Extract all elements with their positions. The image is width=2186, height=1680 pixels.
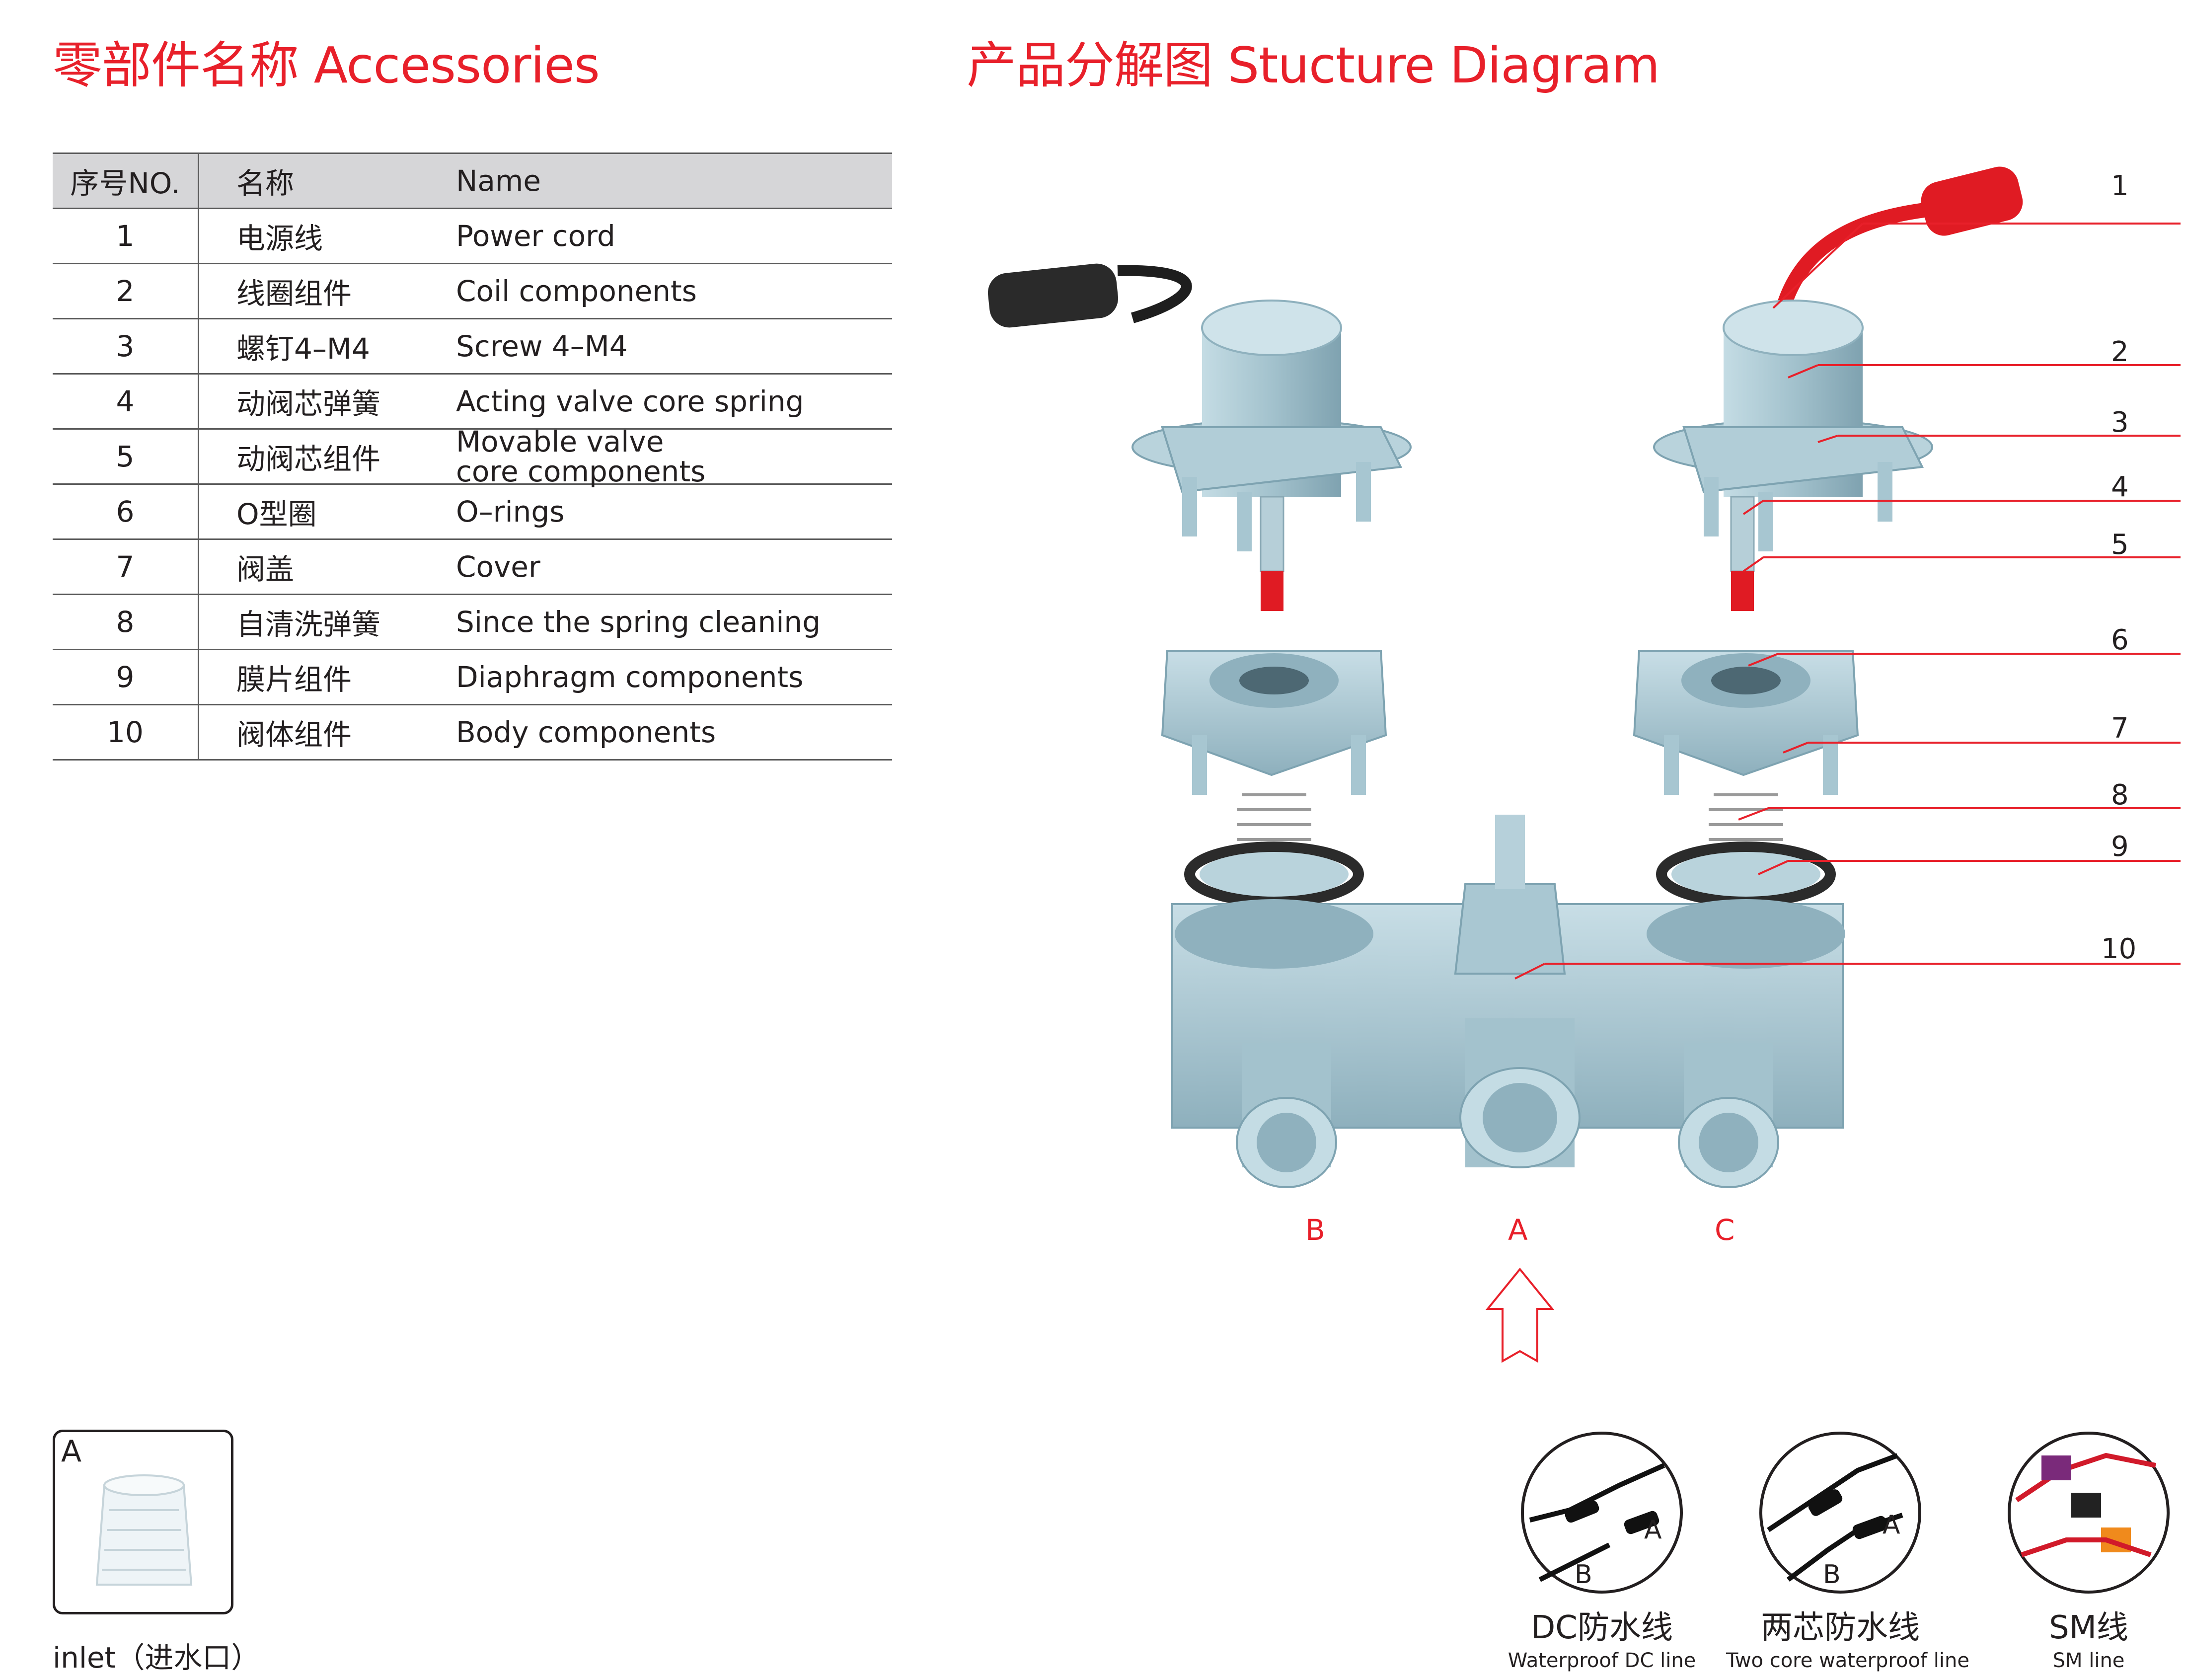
- left-power-cord: [1117, 265, 1192, 323]
- left-plug-icon: [987, 263, 1119, 328]
- port-c-label: C: [1715, 1213, 1735, 1247]
- table-row: 10 阀体组件 Body components: [53, 705, 892, 761]
- port-b-label: B: [1305, 1213, 1325, 1247]
- callout-9: 9: [2111, 831, 2129, 863]
- two-core-subtitle: Two core waterproof line: [1726, 1649, 1969, 1672]
- row-cn: 阀体组件: [236, 718, 352, 752]
- row-no: 4: [53, 375, 199, 428]
- row-cn: 阀盖: [236, 552, 295, 586]
- callout-10: 10: [2101, 933, 2137, 965]
- row-en: Screw 4–M4: [456, 329, 628, 363]
- dc-waterproof-line-icon: [1521, 1432, 1683, 1594]
- table-row: 2 线圈组件 Coil components: [53, 264, 892, 319]
- dc-line-a-label: A: [1644, 1515, 1662, 1545]
- row-en: Cover: [456, 550, 540, 584]
- callout-5: 5: [2111, 529, 2129, 561]
- row-no: 8: [53, 595, 199, 649]
- inlet-filter-icon: [95, 1474, 193, 1586]
- right-valve-assembly: [1633, 166, 2023, 907]
- callout-leaders: [1514, 223, 2181, 980]
- table-row: 9 膜片组件 Diaphragm components: [53, 650, 892, 705]
- row-no: 5: [53, 430, 199, 483]
- table-row: 6 O型圈 O–rings: [53, 485, 892, 540]
- row-cn: O型圈: [236, 497, 317, 531]
- valve-body-icon: [1171, 815, 1845, 1188]
- row-en: Since the spring cleaning: [456, 605, 821, 639]
- header-en: Name: [456, 164, 541, 198]
- table-row: 7 阀盖 Cover: [53, 540, 892, 595]
- row-no: 2: [53, 264, 199, 318]
- callout-8: 8: [2111, 779, 2129, 811]
- row-en: Coil components: [456, 274, 697, 308]
- row-no: 9: [53, 650, 199, 704]
- two-core-b-label: B: [1823, 1560, 1841, 1590]
- inlet-arrow-icon: [1485, 1267, 1555, 1363]
- row-no: 7: [53, 540, 199, 594]
- table-row: 1 电源线 Power cord: [53, 209, 892, 264]
- right-plug-icon: [1921, 166, 2023, 236]
- sm-line-subtitle: SM line: [2052, 1649, 2125, 1672]
- header-no: 序号NO.: [53, 154, 199, 208]
- row-cn: 线圈组件: [236, 277, 352, 310]
- two-core-waterproof-line-icon: [1759, 1432, 1921, 1594]
- table-row: 5 动阀芯组件 Movable valve core components: [53, 425, 892, 488]
- inlet-caption: inlet（进水口）: [53, 1641, 260, 1675]
- accessories-title: 零部件名称 Accessories: [53, 36, 600, 94]
- table-header: 序号NO. 名称 Name: [53, 153, 892, 209]
- callout-6: 6: [2111, 624, 2129, 656]
- callout-4: 4: [2111, 471, 2129, 503]
- row-cn: 动阀芯组件: [236, 442, 381, 476]
- table-row: 8 自清洗弹簧 Since the spring cleaning: [53, 595, 892, 650]
- sm-line-icon: [2008, 1432, 2170, 1594]
- row-no: 10: [53, 705, 199, 759]
- row-cn: 螺钉4–M4: [236, 332, 370, 366]
- callout-1: 1: [2111, 170, 2129, 202]
- row-no: 1: [53, 209, 199, 263]
- accessories-table: 序号NO. 名称 Name 1 电源线 Power cord 2 线圈组件 Co…: [53, 153, 892, 761]
- two-core-a-label: A: [1883, 1510, 1900, 1540]
- row-en: Acting valve core spring: [456, 384, 804, 418]
- dc-line-subtitle: Waterproof DC line: [1508, 1649, 1696, 1672]
- row-en: Power cord: [456, 219, 615, 253]
- inlet-letter: A: [61, 1434, 82, 1469]
- row-no: 3: [53, 319, 199, 373]
- two-core-title: 两芯防水线: [1761, 1609, 1920, 1646]
- callout-7: 7: [2111, 712, 2129, 745]
- left-valve-assembly: [987, 263, 1412, 907]
- row-cn: 自清洗弹簧: [236, 608, 381, 641]
- sm-line-title: SM线: [2049, 1609, 2128, 1646]
- row-en: Diaphragm components: [456, 660, 804, 694]
- row-en: O–rings: [456, 495, 565, 529]
- dc-line-title: DC防水线: [1531, 1609, 1673, 1646]
- table-row: 3 螺钉4–M4 Screw 4–M4: [53, 319, 892, 375]
- row-cn: 电源线: [236, 222, 323, 255]
- row-cn: 膜片组件: [236, 663, 352, 696]
- port-a-label: A: [1508, 1213, 1528, 1247]
- diagram-title: 产品分解图 Stucture Diagram: [967, 36, 1660, 94]
- header-cn: 名称: [236, 166, 295, 200]
- callout-3: 3: [2111, 406, 2129, 439]
- table-row: 4 动阀芯弹簧 Acting valve core spring: [53, 375, 892, 430]
- callout-2: 2: [2111, 336, 2129, 368]
- row-no: 6: [53, 485, 199, 538]
- dc-line-b-label: B: [1575, 1560, 1592, 1590]
- row-cn: 动阀芯弹簧: [236, 387, 381, 421]
- right-power-cord: [1776, 201, 1938, 310]
- row-en: Body components: [456, 715, 716, 749]
- inlet-box: A: [53, 1430, 233, 1614]
- row-en: Movable valve core components: [456, 425, 706, 488]
